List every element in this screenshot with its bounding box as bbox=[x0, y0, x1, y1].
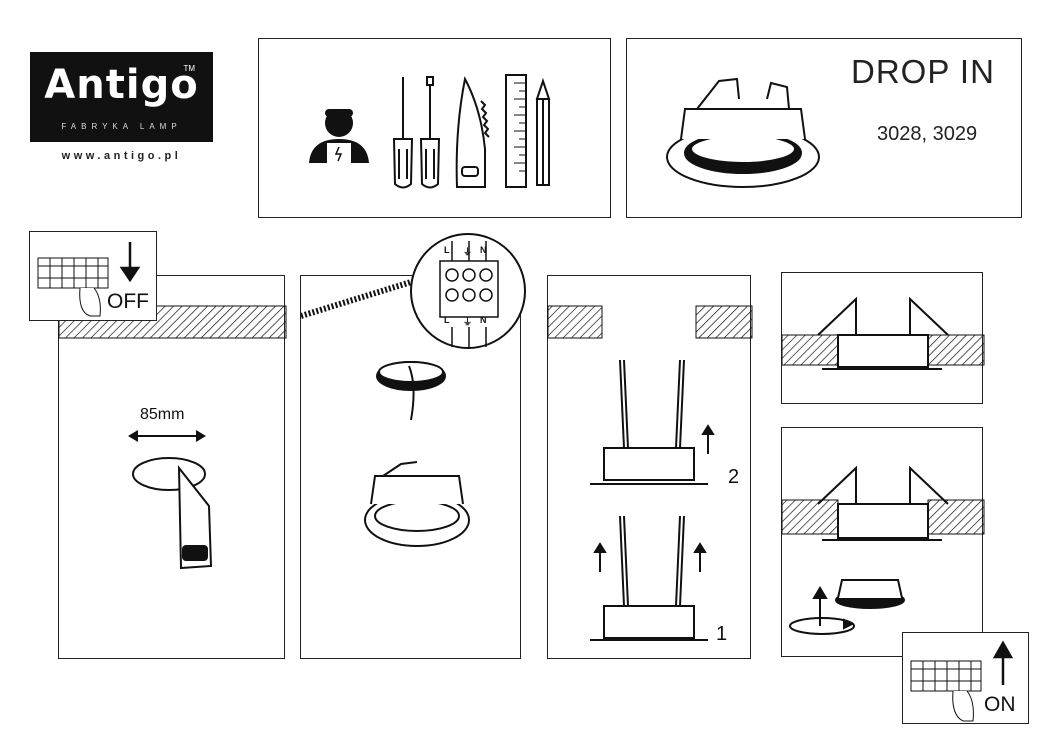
terminal-zoom: L ⏚ N L ⏚ N bbox=[410, 233, 526, 349]
circuit-breaker-icon bbox=[37, 242, 141, 317]
pencil-icon bbox=[535, 77, 551, 186]
wiring-illustration bbox=[300, 279, 470, 547]
power-on-box: ON bbox=[902, 632, 1029, 724]
step-fit-lamp-panel bbox=[781, 427, 985, 657]
brand-logo: Antigo TM FABRYKA LAMP bbox=[30, 52, 213, 142]
brand-tagline: FABRYKA LAMP bbox=[61, 122, 182, 131]
step-springs-panel bbox=[547, 275, 753, 659]
fit-lamp-illustration bbox=[781, 465, 985, 635]
flat-screwdriver-icon bbox=[419, 76, 441, 189]
cut-diameter-label: 85mm bbox=[140, 406, 185, 423]
step-cut-hole-panel bbox=[58, 275, 287, 659]
saw-icon bbox=[455, 76, 490, 188]
arrow-up-power-icon bbox=[992, 640, 1014, 685]
terminal-block-illustration bbox=[439, 241, 499, 347]
terminal-label-earth: ⏚ bbox=[463, 317, 473, 327]
brand-trademark: TM bbox=[183, 64, 195, 73]
arrow-up-icon bbox=[593, 424, 715, 572]
arrow-down-icon bbox=[119, 242, 141, 283]
installed-illustration bbox=[781, 296, 985, 370]
phillips-screwdriver-icon bbox=[392, 77, 414, 189]
product-illustration bbox=[666, 77, 820, 188]
terminal-label-l-top: L bbox=[444, 245, 450, 255]
terminal-label-n: N bbox=[480, 315, 487, 325]
cut-hole-illustration bbox=[58, 305, 287, 570]
springs-illustration bbox=[547, 305, 753, 641]
worker-icon bbox=[309, 109, 369, 163]
product-panel: DROP IN 3028, 3029 bbox=[626, 38, 1022, 218]
power-off-box: OFF bbox=[29, 231, 157, 321]
terminal-label-n-top: N bbox=[480, 245, 487, 255]
power-off-label: OFF bbox=[107, 290, 149, 313]
spring-step-2-label: 2 bbox=[728, 466, 740, 488]
model-codes: 3028, 3029 bbox=[877, 123, 978, 145]
tools-illustration bbox=[309, 74, 551, 189]
dimension-arrow bbox=[128, 430, 206, 442]
product-title: DROP IN bbox=[851, 53, 995, 90]
brand-name: Antigo bbox=[44, 62, 199, 108]
circuit-breaker-on-icon bbox=[910, 640, 1014, 722]
ruler-icon bbox=[505, 74, 527, 188]
power-on-label: ON bbox=[984, 693, 1016, 716]
brand-website: www.antigo.pl bbox=[61, 150, 182, 162]
terminal-label-earth-top: ⏚ bbox=[463, 247, 473, 257]
spring-step-1-label: 1 bbox=[716, 623, 728, 645]
rotate-icon bbox=[812, 586, 855, 630]
terminal-label-l: L bbox=[444, 315, 450, 325]
step-installed-panel bbox=[781, 272, 985, 404]
tools-panel bbox=[258, 38, 611, 218]
